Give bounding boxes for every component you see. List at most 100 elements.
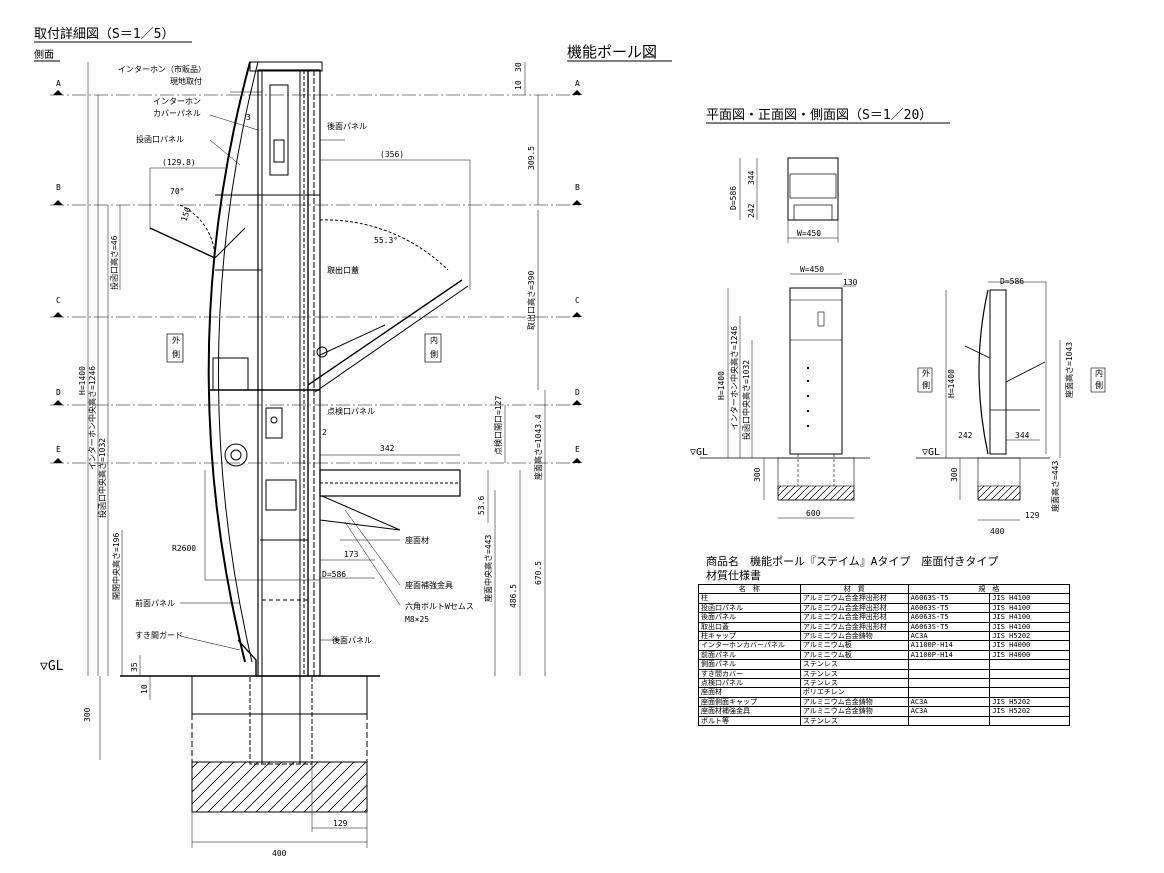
detail-dimensions: 30 10 309.5 取出口高さ=390 点検口開口=127 座面高さ=104… (78, 62, 543, 858)
table-cell: ステンレス (799, 668, 909, 680)
dim-150: 150 (179, 206, 192, 223)
plan-view-top (739, 157, 839, 243)
table-cell (907, 668, 991, 680)
table-cell (989, 659, 1070, 670)
table-cell: A6063S-T5 (907, 612, 991, 623)
table-row: 側面パネルステンレス (698, 659, 1070, 670)
table-cell: JIS H5202 (989, 631, 1070, 642)
side-d129: 129 (1025, 511, 1040, 520)
label-inside-1: 内 (430, 335, 438, 345)
side-gl: ▽GL (922, 447, 940, 458)
table-cell: すき間カバー (698, 668, 801, 680)
dim-356: (356) (380, 150, 404, 159)
front-gl: ▽GL (690, 447, 708, 458)
table-cell: A6063S-T5 (907, 602, 991, 614)
detail-ground-label: ▽GL (40, 659, 64, 674)
side-out-1: 外 (922, 368, 930, 378)
table-cell: AC3A (907, 696, 991, 708)
label-outside-1: 外 (172, 335, 180, 345)
table-cell: アルミニウム板 (799, 649, 909, 661)
detail-labels: インターホン（市販品） 現地取付 インターホン カバーパネル 投函口パネル 後面… (40, 64, 474, 674)
table-cell: JIS H5202 (989, 706, 1070, 717)
table-cell: アルミニウム合金鋳物 (799, 696, 909, 708)
label-rear-panel-bottom: 後面パネル (332, 635, 372, 645)
table-cell (907, 687, 991, 698)
table-cell (989, 687, 1070, 698)
side-d400: 400 (990, 527, 1005, 536)
table-cell: JIS H4100 (989, 612, 1070, 623)
table-cell: ステンレス (799, 678, 909, 689)
table-cell: 座面材補強金具 (698, 706, 801, 717)
front-d1400: H=1400 (717, 371, 726, 400)
detail-dimension-lines (87, 62, 546, 848)
spec-subtitle: 材質仕様書 (706, 569, 761, 582)
label-front-panel: 前面パネル (135, 598, 175, 608)
label-seat-member: 座面材 (405, 535, 429, 545)
detail-title: 取付詳細図（S＝1／5） (34, 26, 174, 42)
table-cell: アルミニウム合金押出形材 (799, 593, 909, 604)
dim-443: 座面中央高さ=443 (483, 535, 493, 602)
plan-d450: W=450 (797, 229, 821, 238)
pole-detail (120, 61, 469, 813)
table-cell: A6063S-T5 (907, 593, 991, 604)
table-row: 点検口パネルステンレス (698, 678, 1070, 689)
side-view-label: 側面 (34, 48, 54, 61)
spec-header-name: 名 称 (698, 583, 801, 595)
table-cell (989, 715, 1070, 727)
spec-header-standard: 規 格 (907, 583, 1071, 595)
dim-10: 10 (514, 80, 523, 90)
section-mark-a-right: A (575, 79, 580, 88)
front-d300: 300 (753, 467, 762, 482)
side-view (916, 281, 1061, 521)
spec-header-row: 名 称 材 質 規 格 (698, 583, 1071, 595)
side-d443: 座面高さ=443 (1050, 461, 1060, 512)
front-view (700, 273, 870, 519)
front-d1246: インターホン中央高さ=1246 (729, 326, 739, 430)
table-cell (989, 678, 1070, 689)
label-intercom-cover-1: インターホン (153, 97, 201, 106)
dim-1032: 投函口中央高さ=1032 (97, 438, 107, 518)
main-title: 機能ポール図 (567, 43, 657, 61)
dim-400: 400 (272, 849, 287, 858)
dim-35: 35 (130, 662, 139, 672)
dim-196: 開閉中央高さ=196 (111, 533, 121, 600)
spec-header-material: 材 質 (799, 583, 909, 595)
label-inside-2: 側 (430, 349, 438, 359)
plan-d242: 242 (747, 203, 756, 218)
front-d600: 600 (806, 509, 821, 518)
front-d130: 130 (843, 278, 858, 287)
label-bolt-2: M8×25 (405, 615, 429, 624)
plan-d344: 344 (747, 170, 756, 185)
section-markers: A A B B C C D D E E (53, 79, 582, 463)
table-cell: 座面側面キャップ (698, 696, 801, 708)
table-cell (907, 659, 991, 670)
table-row: ボルト等ステンレス (698, 715, 1070, 727)
side-d300: 300 (950, 467, 959, 482)
table-cell: 柱 (698, 593, 801, 604)
label-intercom: インターホン（市販品） (118, 64, 206, 74)
table-cell: 後面パネル (698, 612, 801, 623)
side-in-2: 側 (1095, 380, 1103, 390)
table-cell: JIS H4100 (989, 621, 1070, 633)
front-d450: W=450 (800, 265, 824, 274)
dim-55deg: 55.3° (374, 236, 398, 245)
table-cell: AC3A (907, 706, 991, 717)
side-out-2: 側 (922, 380, 930, 390)
table-cell: A6063S-T5 (907, 621, 991, 633)
dim-309: 309.5 (527, 146, 536, 170)
plan-view-top-dims: D=586 344 242 W=450 (729, 170, 821, 238)
table-cell: 投函口パネル (698, 602, 801, 614)
section-mark-d-left: D (56, 388, 61, 397)
plan-d586: D=586 (729, 186, 738, 210)
table-cell: A1100P-H14 (907, 649, 991, 661)
side-d344: 344 (1015, 431, 1030, 440)
